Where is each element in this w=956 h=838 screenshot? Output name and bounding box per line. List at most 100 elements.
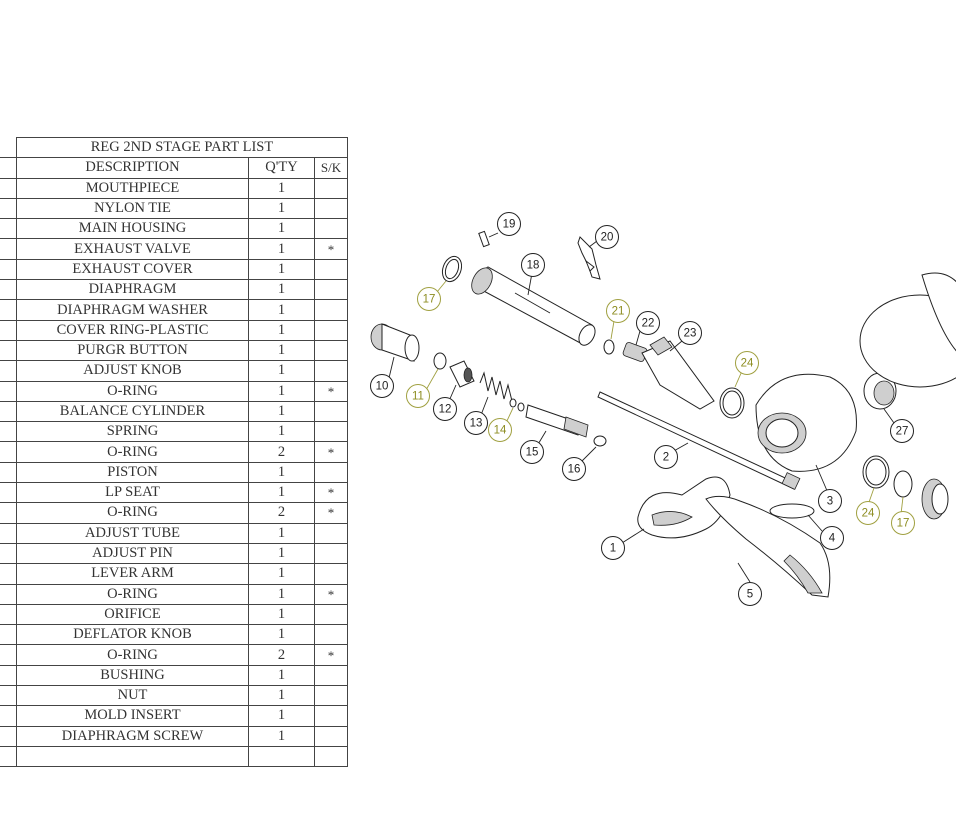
callout-circle	[735, 351, 759, 375]
row-description	[16, 745, 249, 768]
part-12-balance-cylinder	[449, 360, 475, 388]
callout-circle	[636, 311, 660, 335]
row-sk	[314, 624, 348, 646]
callout-number: 19	[503, 219, 516, 231]
callout-circle	[890, 419, 914, 443]
row-number-cell	[0, 482, 17, 504]
row-number-cell	[0, 461, 17, 484]
row-qty: 1	[248, 522, 315, 544]
callout-1: 1	[601, 536, 625, 560]
part-nut	[921, 478, 949, 520]
table-header-row: DESCRIPTION Q'TY S/K	[0, 157, 348, 179]
row-sk: *	[314, 644, 348, 666]
row-sk	[314, 603, 348, 626]
callout-circle	[417, 287, 441, 311]
part-23-deflator	[641, 336, 715, 410]
row-qty: 1	[248, 258, 315, 281]
callout-circle	[820, 526, 844, 550]
row-sk	[314, 421, 348, 443]
row-description: PURGR BUTTON	[16, 339, 249, 362]
row-description: MAIN HOUSING	[16, 218, 249, 240]
callout-number: 21	[612, 306, 625, 318]
row-sk	[314, 177, 348, 199]
row-qty: 1	[248, 218, 315, 240]
callout-circle	[818, 489, 842, 513]
row-qty: 1	[248, 400, 315, 423]
callout-circle	[606, 299, 630, 323]
header-sk: S/K	[314, 157, 348, 179]
callout-labels: 1920171821222324101112131415162327241741…	[370, 212, 915, 606]
row-qty: 1	[248, 380, 315, 402]
part-list-body: REG 2ND STAGE PART LIST DESCRIPTION Q'TY…	[0, 136, 348, 768]
part-10-adjust-knob	[370, 323, 420, 362]
row-description: O-RING	[16, 644, 249, 666]
row-qty: 1	[248, 664, 315, 687]
part-19-pin	[478, 230, 490, 248]
row-number-cell	[0, 177, 17, 199]
row-number-cell	[0, 421, 17, 443]
row-number-cell	[0, 258, 17, 281]
row-sk	[314, 279, 348, 301]
row-number-cell	[0, 725, 17, 747]
row-sk	[314, 745, 348, 768]
part-18-adjust-tube	[471, 266, 596, 346]
callout-number: 23	[684, 328, 697, 340]
callout-number: 4	[829, 533, 836, 545]
table-row	[0, 745, 348, 768]
row-description: DIAPHRAGM	[16, 279, 249, 301]
row-description: COVER RING-PLASTIC	[16, 319, 249, 341]
header-no-cell	[0, 157, 17, 179]
row-qty: 1	[248, 583, 315, 605]
callout-23: 23	[678, 321, 702, 345]
row-sk: *	[314, 502, 348, 524]
callout-11: 11	[406, 384, 430, 408]
callout-number: 13	[470, 418, 483, 430]
callout-circle	[678, 321, 702, 345]
row-description: O-RING	[16, 441, 249, 463]
callout-21: 21	[606, 299, 630, 323]
row-sk: *	[314, 482, 348, 504]
row-sk: *	[314, 441, 348, 463]
callout-22: 22	[636, 311, 660, 335]
title-spacer-cell	[0, 137, 17, 159]
row-number-cell	[0, 664, 17, 687]
callout-number: 27	[896, 426, 909, 438]
row-number-cell	[0, 400, 17, 423]
row-qty: 2	[248, 644, 315, 666]
part-16-lp-seat	[593, 435, 607, 447]
callout-circle	[521, 253, 545, 277]
row-description: NUT	[16, 685, 249, 707]
row-sk: *	[314, 380, 348, 402]
row-number-cell	[0, 279, 17, 301]
callout-number: 17	[423, 294, 436, 306]
callout-20: 20	[595, 225, 619, 249]
callout-16: 16	[562, 457, 586, 481]
callout-number: 12	[439, 404, 452, 416]
row-number-cell	[0, 380, 17, 402]
row-description: BUSHING	[16, 664, 249, 687]
row-qty: 1	[248, 725, 315, 747]
part-21-oring	[603, 339, 615, 355]
exploded-view-diagram: 1920171821222324101112131415162327241741…	[370, 212, 956, 606]
row-description: DIAPHRAGM WASHER	[16, 299, 249, 321]
row-description: ADJUST KNOB	[16, 360, 249, 382]
row-sk	[314, 339, 348, 362]
part-list-table: REG 2ND STAGE PART LIST DESCRIPTION Q'TY…	[0, 136, 348, 768]
row-number-cell	[0, 197, 17, 220]
row-sk	[314, 197, 348, 220]
row-qty: 2	[248, 502, 315, 524]
callout-number: 24	[741, 358, 754, 370]
part-3-main-housing	[755, 373, 857, 472]
callout-number: 5	[747, 589, 753, 601]
